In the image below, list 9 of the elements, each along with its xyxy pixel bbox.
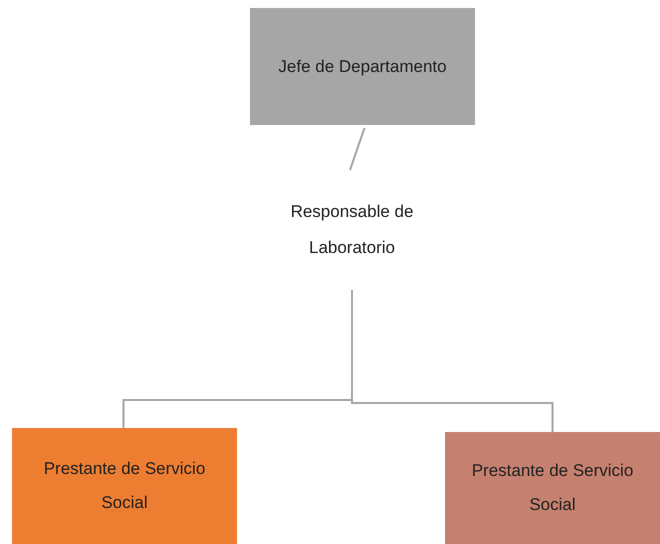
box-label: Jefe de Departamento xyxy=(278,56,447,78)
position-box xyxy=(250,8,475,125)
connector-line xyxy=(349,128,366,170)
position-box xyxy=(12,428,237,544)
role-label: Responsable de Laboratorio xyxy=(290,201,414,259)
box-label: Prestante de Servicio Social xyxy=(470,460,634,516)
position-box xyxy=(445,432,660,544)
box-label: Prestante de Servicio Social xyxy=(42,458,206,514)
connector-line xyxy=(351,290,554,432)
